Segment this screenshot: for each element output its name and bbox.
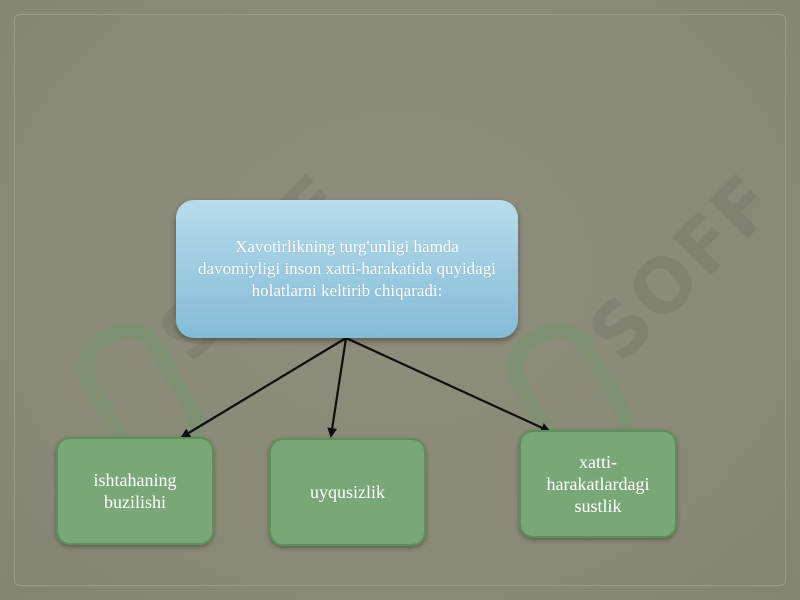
arrow-to-leaf-2 (327, 337, 348, 438)
leaf-node-insomnia: uyqusizlik (269, 438, 426, 546)
leaf-node-appetite: ishtahaning buzilishi (56, 437, 214, 545)
root-node-text: Xavotirlikning turg'unligi hamda davomiy… (198, 237, 496, 300)
leaf-node-text: uyqusizlik (310, 482, 385, 502)
slide-frame (14, 14, 786, 586)
arrow-to-leaf-1 (180, 337, 347, 439)
leaf-node-text: ishtahaning buzilishi (93, 470, 177, 512)
leaf-node-text: xatti-harakatlardagi sustlik (546, 452, 650, 516)
root-node: Xavotirlikning turg'unligi hamda davomiy… (176, 200, 518, 338)
arrow-to-leaf-3 (345, 336, 551, 433)
leaf-node-sluggishness: xatti-harakatlardagi sustlik (519, 430, 677, 538)
